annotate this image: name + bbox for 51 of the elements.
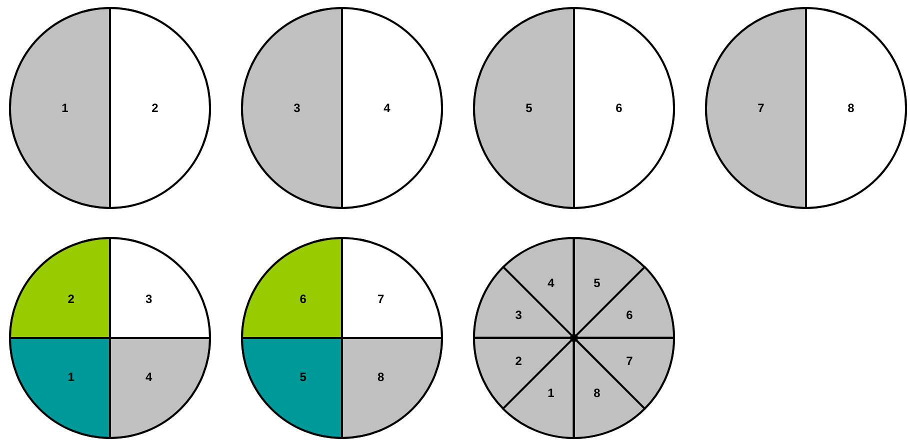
half-circle-segment [706,8,806,208]
segment-number: 8 [594,387,600,400]
quadrant-segment [342,238,442,338]
segment-number: 4 [548,276,554,289]
circle-diagram [242,238,442,438]
pie-slice [574,338,645,438]
quadrant-segment [242,338,342,438]
pie-slice [574,267,674,338]
segment-number: 3 [294,102,300,114]
segment-number: 8 [848,102,854,114]
half-circle-segment [10,8,110,208]
segment-number: 4 [384,102,390,114]
circle-diagram [474,8,674,208]
pie-slice [503,338,574,438]
half-circle-segment [806,8,906,208]
segment-number: 5 [300,370,306,383]
quadrant-segment [242,238,342,338]
segment-number: 2 [152,102,158,114]
circle-diagram [10,238,210,438]
half-circle-segment [242,8,342,208]
segment-number: 1 [548,387,554,400]
circle-diagram [242,8,442,208]
segment-number: 3 [515,309,522,322]
quadrant-segment [342,338,442,438]
segment-number: 6 [616,102,622,114]
segment-number: 2 [515,354,522,367]
half-circle-segment [110,8,210,208]
half-circle-segment [574,8,674,208]
circle-diagram [10,8,210,208]
segment-number: 5 [594,276,600,289]
segment-number: 1 [68,370,74,383]
quadrant-segment [10,338,110,438]
segment-number: 4 [146,370,152,383]
segment-number: 7 [758,102,764,114]
quadrant-segment [10,238,110,338]
circle-diagram [474,238,674,438]
segment-number: 7 [626,354,633,367]
quadrant-segment [110,238,210,338]
segment-number: 8 [378,370,384,383]
segment-number: 1 [62,102,68,114]
quadrant-segment [110,338,210,438]
circle-diagram [706,8,906,208]
segment-number: 7 [378,293,384,306]
segment-number: 6 [626,309,633,322]
segment-number: 3 [146,293,152,306]
segment-number: 5 [526,102,532,114]
pie-slice [474,267,574,338]
half-circle-segment [342,8,442,208]
half-circle-segment [474,8,574,208]
segment-number: 6 [300,293,306,306]
segment-number: 2 [68,293,74,306]
